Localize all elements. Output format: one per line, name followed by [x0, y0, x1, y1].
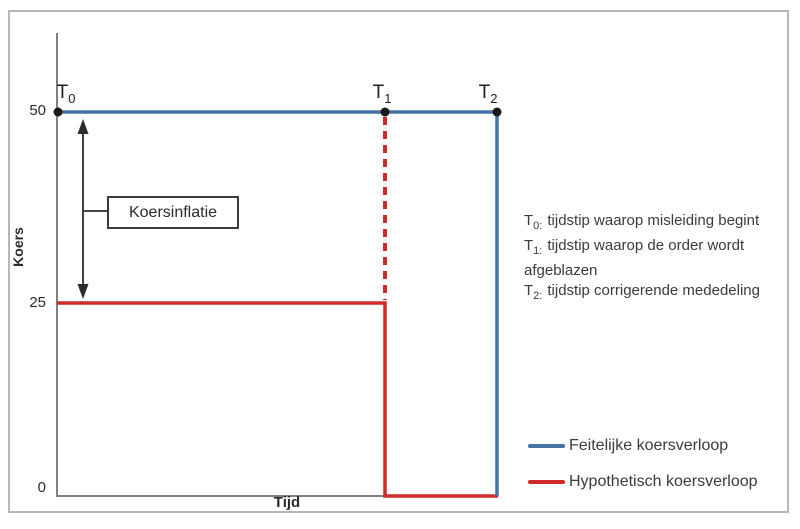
annotation-notes: T0:tijdstip waarop misleiding begint T1:… — [524, 211, 796, 306]
t2-label-base: T — [478, 82, 491, 103]
note-t2: T2: tijdstip corrigerende mededeling — [524, 281, 796, 306]
legend-label-actual: Feitelijke koersverloop — [569, 437, 729, 454]
t0-marker — [53, 107, 63, 117]
y-axis-label: Koers — [10, 227, 26, 267]
koersinflatie-label-box: Koersinflatie — [107, 196, 239, 229]
legend-blue-line-icon — [528, 444, 565, 448]
note-t0-base: T — [524, 212, 534, 229]
y-tick-0: 0 — [37, 479, 46, 496]
t2-marker — [492, 107, 502, 117]
t1-label: T1 — [360, 82, 404, 106]
y-tick-50: 50 — [29, 102, 46, 119]
legend-item-actual: Feitelijke koersverloop — [528, 436, 728, 456]
t0-label: T0 — [44, 82, 88, 106]
inflation-arrow-head-up — [77, 119, 89, 134]
note-t1-base: T — [524, 237, 534, 254]
note-t0-text: tijdstip waarop misleiding begint — [547, 212, 760, 229]
y-tick-25: 25 — [29, 294, 46, 311]
legend-item-hypothetical: Hypothetisch koersverloop — [528, 472, 758, 492]
t1-label-sub: 1 — [384, 90, 392, 106]
t0-label-sub: 0 — [68, 90, 76, 106]
note-t0: T0: tijdstip waarop misleiding begint — [524, 211, 796, 236]
inflation-arrow-head-down — [77, 284, 89, 299]
note-t2-sub: 2: — [533, 290, 543, 302]
x-axis-label: Tijd — [273, 494, 301, 511]
hypothetical-price-line — [57, 301, 498, 498]
t1-label-base: T — [372, 82, 385, 103]
note-t2-text: tijdstip corrigerende mededeling — [547, 282, 760, 299]
chart-frame — [8, 10, 789, 513]
t2-label: T2 — [466, 82, 510, 106]
t0-label-base: T — [56, 82, 69, 103]
legend-label-hypothetical: Hypothetisch koersverloop — [569, 473, 758, 490]
note-t1-text: tijdstip waarop de order wordt afgeblaze… — [524, 237, 745, 279]
t2-label-sub: 2 — [490, 90, 498, 106]
legend-red-line-icon — [528, 480, 565, 484]
note-t1-sub: 1: — [533, 245, 543, 257]
note-t1: T1:tijdstip waarop de order wordt afgebl… — [524, 236, 796, 281]
note-t0-sub: 0: — [533, 220, 543, 232]
note-t2-base: T — [524, 282, 534, 299]
t1-marker — [380, 107, 390, 117]
koersinflatie-label: Koersinflatie — [128, 203, 218, 221]
